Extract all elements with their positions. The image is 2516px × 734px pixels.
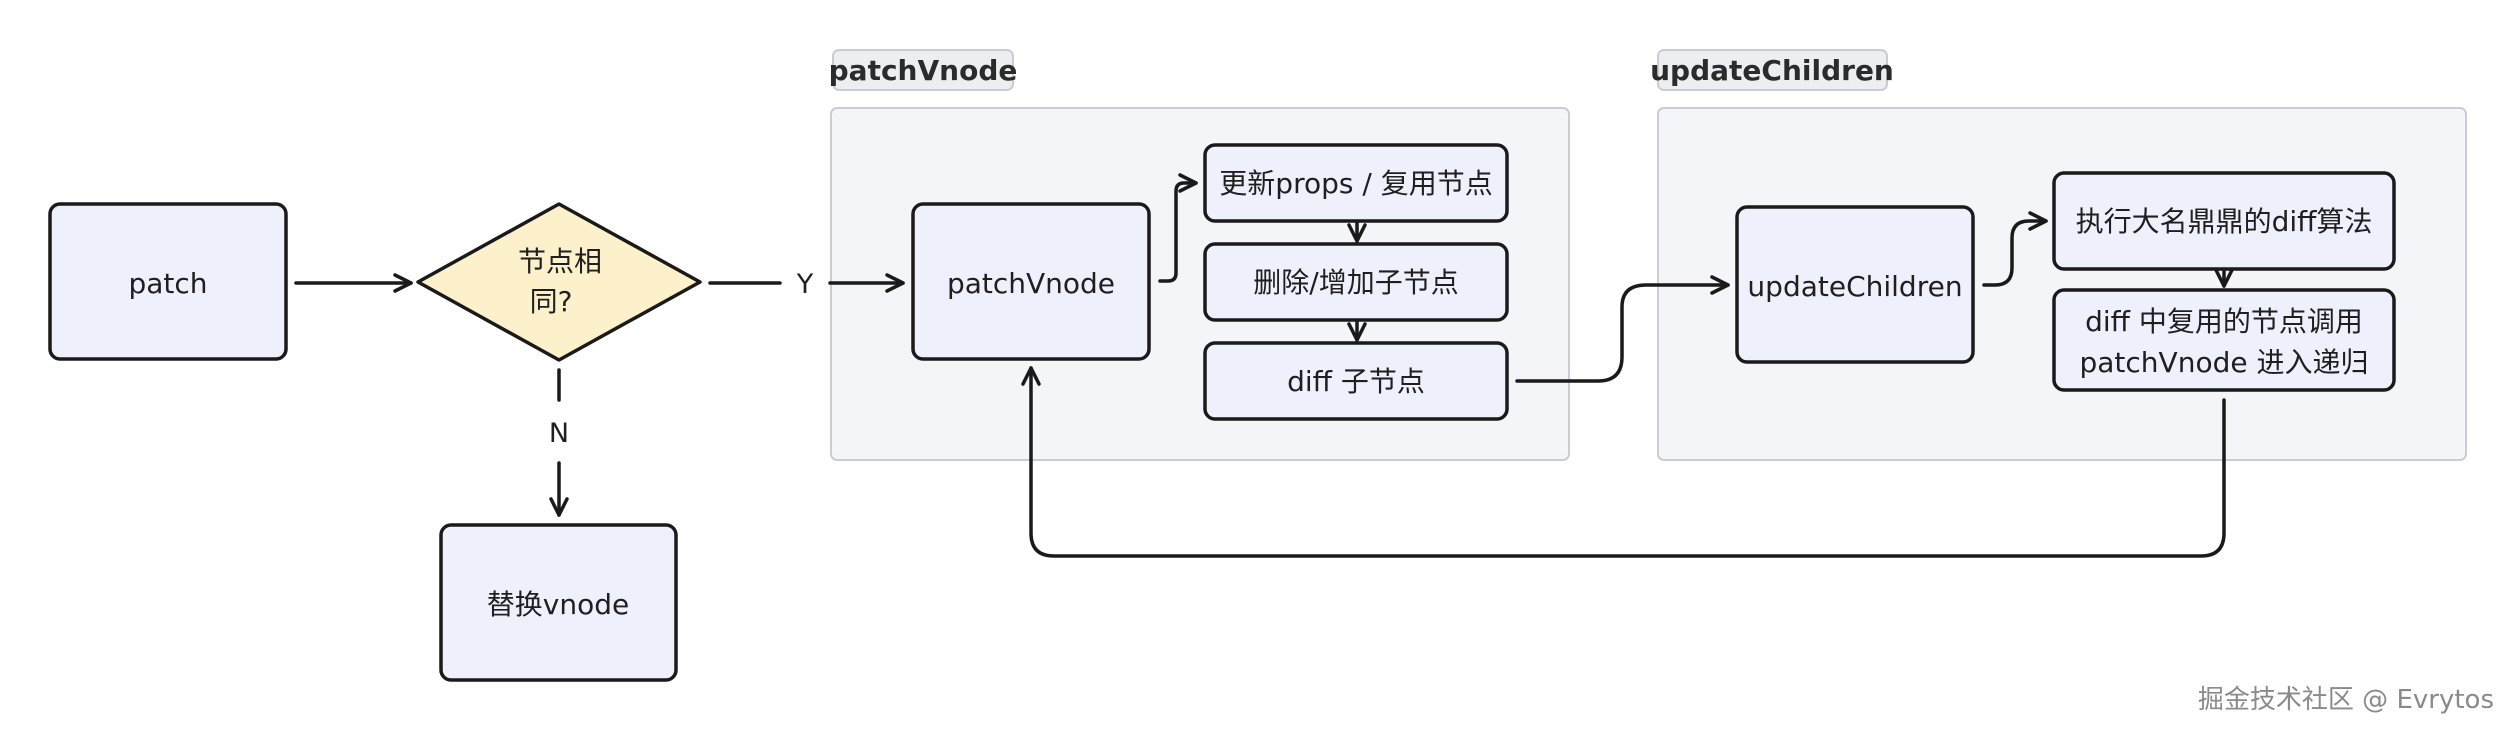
edge-recurse-to-patchvnode <box>1021 366 2226 558</box>
node-diff-children-label: diff 子节点 <box>1287 365 1425 398</box>
group-patchvnode-title-bg <box>832 49 1014 91</box>
edges <box>294 173 2234 558</box>
node-replace-vnode-label: 替换vnode <box>487 588 629 621</box>
edge-label-no-bg <box>540 408 578 456</box>
watermark: 掘金技术社区 @ Evrytos <box>2197 685 2494 715</box>
node-updatechildren-label: updateChildren <box>1747 270 1962 303</box>
node-update-props-label: 更新props / 复用节点 <box>1219 167 1492 200</box>
node-recurse-label-line1: diff 中复用的节点调用 <box>2085 305 2363 338</box>
node-add-remove-children-label: 删除/增加子节点 <box>1253 266 1458 299</box>
group-updatechildren-title: updateChildren <box>1650 54 1894 87</box>
node-update-props[interactable]: 更新props / 复用节点 <box>1203 143 1509 223</box>
node-patch-label: patch <box>128 267 207 300</box>
edge-patchvnode-to-props <box>1158 173 1198 283</box>
group-patchvnode-title: patchVnode <box>829 54 1018 87</box>
group-updatechildren-title-bg <box>1657 49 1888 91</box>
node-diff-algorithm-label: 执行大名鼎鼎的diff算法 <box>2076 205 2373 238</box>
edge-diff-to-updatechildren <box>1515 275 1730 383</box>
node-add-remove-children[interactable]: 删除/增加子节点 <box>1203 242 1509 322</box>
edge-label-no: N <box>549 418 569 449</box>
node-recurse[interactable]: diff 中复用的节点调用 patchVnode 进入递归 <box>2052 288 2396 392</box>
edge-label-yes-bg <box>782 265 828 301</box>
node-updatechildren[interactable]: updateChildren <box>1735 205 1975 364</box>
node-diff-algorithm[interactable]: 执行大名鼎鼎的diff算法 <box>2052 171 2396 271</box>
edge-updatechildren-to-algo <box>1982 211 2048 287</box>
node-patchvnode-label: patchVnode <box>947 267 1115 300</box>
node-decision[interactable]: 节点相 同? <box>416 202 702 362</box>
node-decision-label-line1: 节点相 <box>518 245 602 278</box>
node-recurse-label-line2: patchVnode 进入递归 <box>2080 346 2369 379</box>
node-replace-vnode[interactable]: 替换vnode <box>439 523 678 682</box>
node-decision-label-line2: 同? <box>530 285 573 318</box>
node-diff-children[interactable]: diff 子节点 <box>1203 341 1509 421</box>
node-patchvnode[interactable]: patchVnode <box>911 202 1151 361</box>
node-patch[interactable]: patch <box>48 202 288 361</box>
edge-label-yes: Y <box>796 269 814 300</box>
